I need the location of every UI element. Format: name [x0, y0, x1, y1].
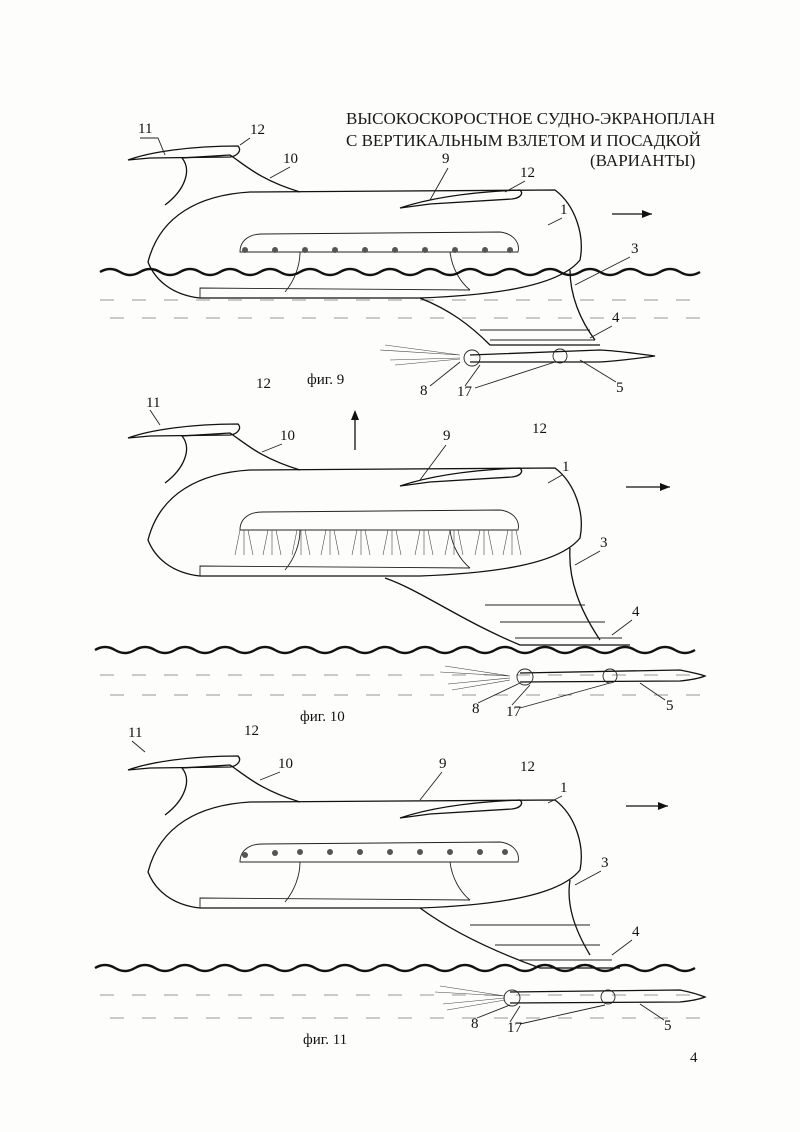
leader-lines — [131, 137, 666, 1025]
label-9-fig11: 9 — [439, 756, 447, 772]
label-1-fig10: 1 — [562, 459, 570, 475]
title-line-3: (ВАРИАНТЫ) — [590, 151, 695, 170]
label-12-fig9-a: 12 — [250, 122, 265, 138]
label-17-fig10: 17 — [506, 704, 522, 720]
label-5-fig10: 5 — [666, 698, 674, 714]
label-8-fig9: 8 — [420, 383, 428, 399]
figure-11 — [94, 755, 707, 1019]
label-9-fig9: 9 — [442, 151, 450, 167]
figure-10 — [94, 410, 707, 696]
label-11-fig10: 11 — [146, 395, 160, 411]
caption-fig9: фиг. 9 — [307, 372, 344, 388]
caption-fig11: фиг. 11 — [303, 1032, 347, 1048]
label-4-fig10: 4 — [632, 604, 640, 620]
label-12-fig11-b: 12 — [520, 759, 535, 775]
label-1-fig11: 1 — [560, 780, 568, 796]
label-4-fig11: 4 — [632, 924, 640, 940]
label-10-fig10: 10 — [280, 428, 295, 444]
label-9-fig10: 9 — [443, 428, 451, 444]
label-12-fig10-b: 12 — [532, 421, 547, 437]
label-11-fig9: 11 — [138, 121, 152, 137]
label-5-fig9: 5 — [616, 380, 624, 396]
label-17-fig9: 17 — [457, 384, 473, 400]
label-3-fig9: 3 — [631, 241, 639, 257]
label-8-fig11: 8 — [471, 1016, 479, 1032]
label-8-fig10: 8 — [472, 701, 480, 717]
title-line-2: С ВЕРТИКАЛЬНЫМ ВЗЛЕТОМ И ПОСАДКОЙ — [346, 131, 701, 150]
caption-fig10: фиг. 10 — [300, 709, 345, 725]
label-5-fig11: 5 — [664, 1018, 672, 1034]
label-12-fig11-a: 12 — [244, 723, 259, 739]
label-12-fig9-b: 12 — [520, 165, 535, 181]
label-11-fig11: 11 — [128, 725, 142, 741]
label-1-fig9: 1 — [560, 202, 568, 218]
label-10-fig9: 10 — [283, 151, 298, 167]
label-3-fig10: 3 — [600, 535, 608, 551]
label-3-fig11: 3 — [601, 855, 609, 871]
title-line-1: ВЫСОКОСКОРОСТНОЕ СУДНО-ЭКРАНОПЛАН — [346, 109, 715, 128]
label-4-fig9: 4 — [612, 310, 620, 326]
figure-9 — [99, 145, 701, 367]
label-12-fig10-a: 12 — [256, 376, 271, 392]
page-number: 4 — [690, 1050, 698, 1066]
label-17-fig11: 17 — [507, 1020, 523, 1036]
label-10-fig11: 10 — [278, 756, 293, 772]
